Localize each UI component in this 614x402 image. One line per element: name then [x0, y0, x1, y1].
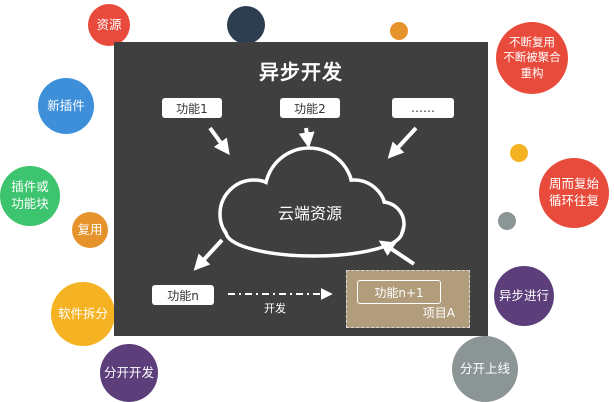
bubble-async-go: 异步进行	[494, 266, 554, 326]
decor-dot-orange-top	[390, 22, 408, 40]
project-box: 功能n+1 项目A	[346, 270, 470, 328]
bubble-split-develop: 分开开发	[100, 344, 158, 402]
diagram-title: 异步开发	[259, 60, 343, 84]
decor-dot-yellow	[510, 144, 528, 162]
bubble-plugin-or-module: 插件或 功能块	[0, 166, 60, 226]
box-func2: 功能2	[280, 98, 340, 118]
bubble-cycle: 周而复始 循环往复	[539, 158, 609, 228]
arrow-cloud-to-funcn	[193, 238, 224, 271]
bubble-software-split: 软件拆分	[51, 282, 115, 346]
bubble-resources: 资源	[88, 4, 130, 46]
decor-dot-gray	[498, 212, 516, 230]
bubble-reuse: 复用	[72, 212, 108, 248]
decor-dot-navy	[227, 6, 265, 44]
bubble-refactor: 不断复用 不断被聚合 重构	[496, 22, 568, 94]
develop-label: 开发	[264, 302, 286, 315]
bubble-new-plugin: 新插件	[38, 78, 94, 134]
box-funcn: 功能n	[152, 285, 214, 305]
box-funcn1: 功能n+1	[357, 280, 441, 304]
cloud-label: 云端资源	[277, 204, 342, 223]
cloud-icon	[218, 146, 406, 258]
arrow-project-to-cloud	[378, 240, 416, 266]
project-label: 项目A	[422, 306, 455, 320]
arrow-func2-to-cloud	[298, 127, 315, 149]
arrow-func1-to-cloud	[208, 126, 230, 156]
box-func1: 功能1	[162, 98, 222, 118]
arrow-ellipsis-to-cloud	[387, 126, 418, 159]
diagram-board: 异步开发	[114, 42, 488, 336]
diagram-graphics	[193, 126, 418, 300]
box-ellipsis: ……	[392, 98, 454, 118]
bubble-split-launch: 分开上线	[452, 336, 518, 402]
